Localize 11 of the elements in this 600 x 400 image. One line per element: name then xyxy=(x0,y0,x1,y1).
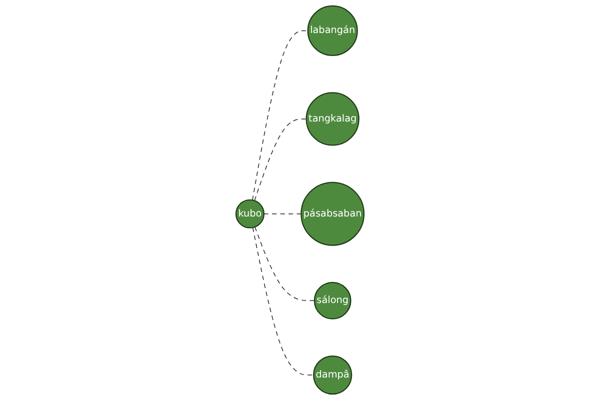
connector xyxy=(254,118,307,201)
node-circle: pásabsaban xyxy=(300,182,365,246)
node-circle: sálong xyxy=(314,282,352,320)
node-circle: tangkalag xyxy=(306,92,360,146)
node-circle: labangán xyxy=(307,5,358,56)
connector xyxy=(252,227,314,376)
node-circle: kubo xyxy=(235,199,265,228)
connector xyxy=(252,30,308,200)
node-circle: dampâ xyxy=(313,355,352,395)
connector xyxy=(254,226,315,302)
connector xyxy=(264,213,302,214)
